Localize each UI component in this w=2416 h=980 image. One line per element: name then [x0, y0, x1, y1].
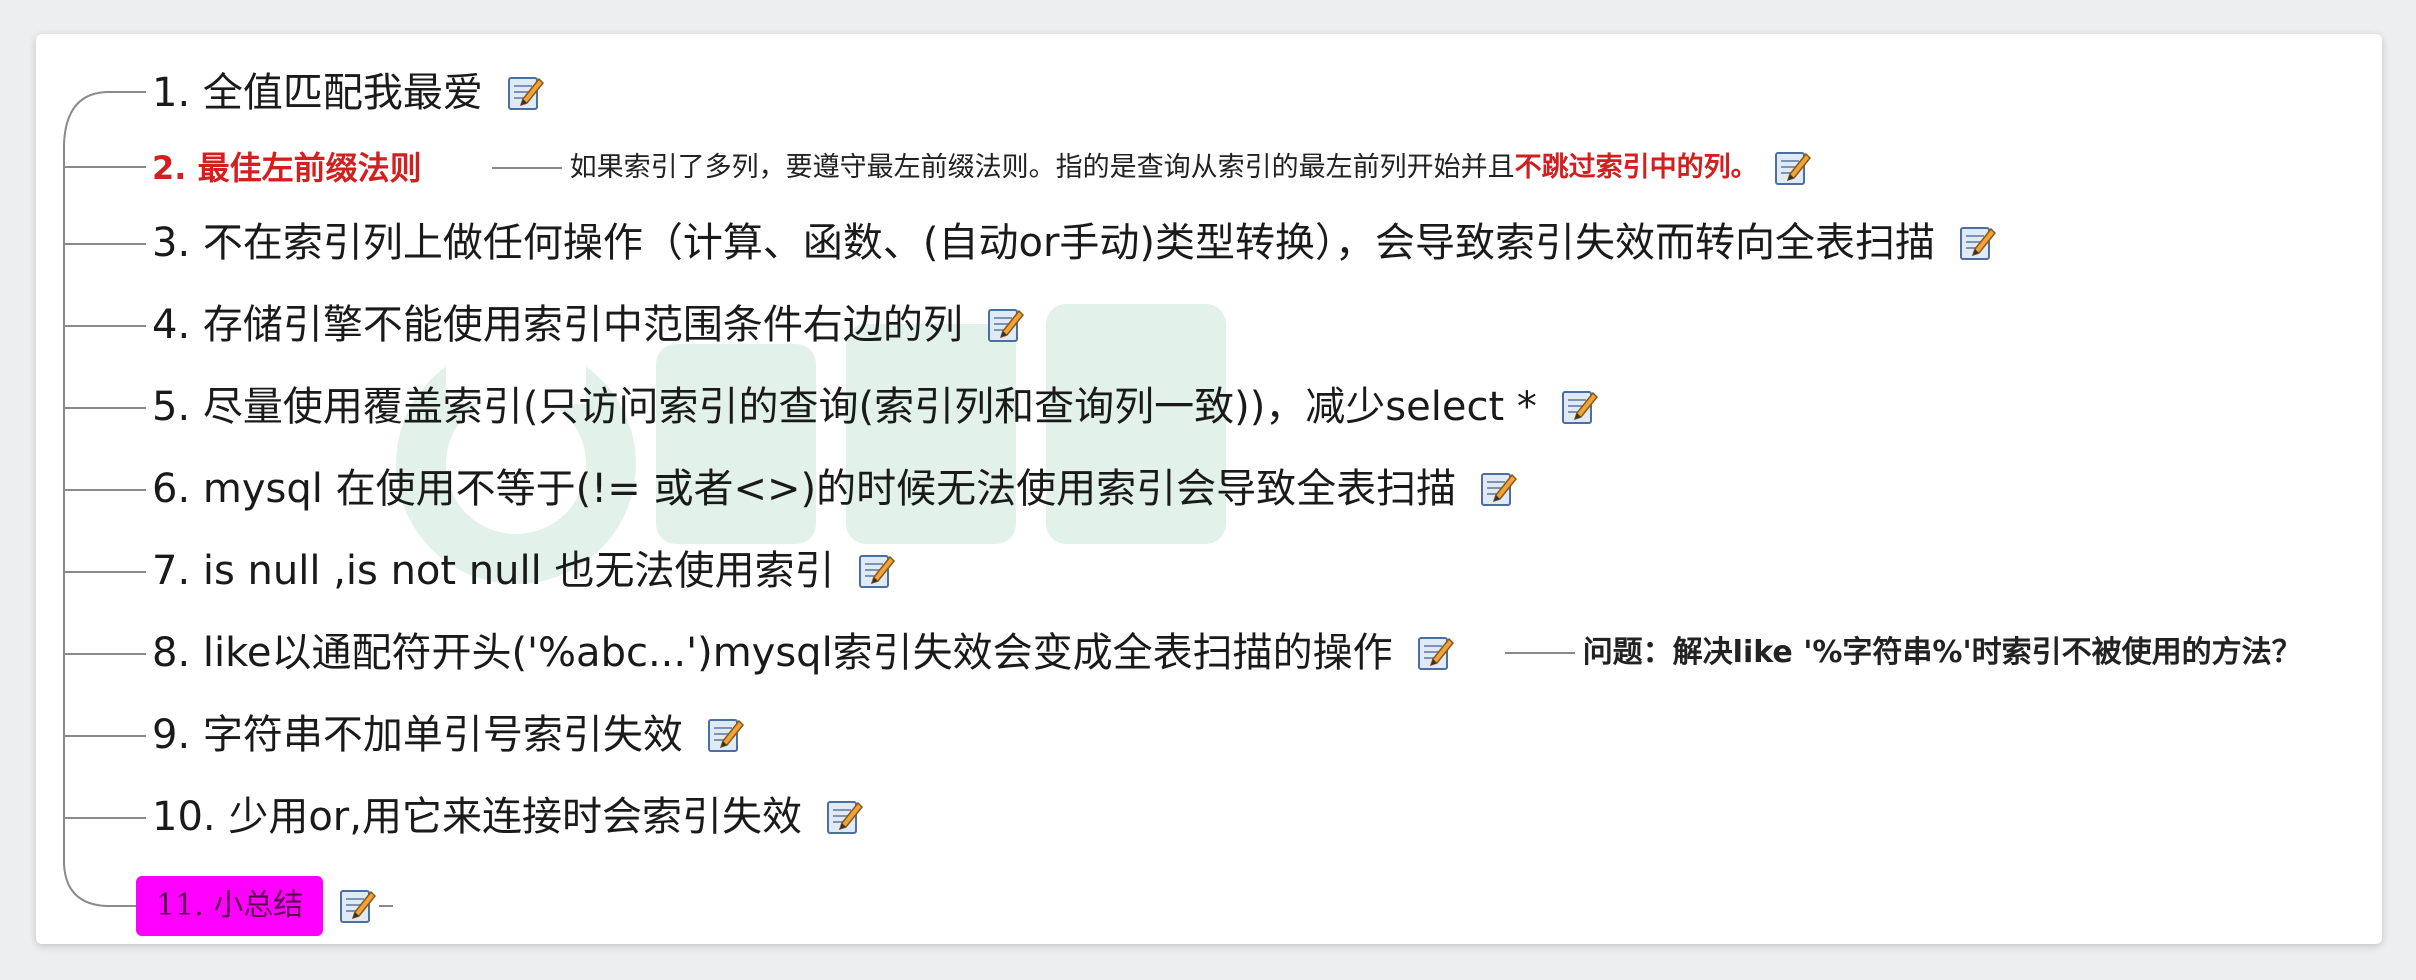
node-8-note: 问题：解决like '%字符串%'时索引不被使用的方法？: [1582, 635, 2302, 670]
edit-note-icon[interactable]: [856, 551, 896, 591]
node-10-label: 10. 少用or,用它来连接时会索引失效: [152, 794, 802, 840]
edit-note-icon[interactable]: [1415, 633, 1455, 673]
node-11-label: 11. 小总结: [136, 876, 324, 936]
node-4-label: 4. 存储引擎不能使用索引中范围条件右边的列: [152, 302, 963, 348]
node-2-note-highlight: 不跳过索引中的列。: [1514, 152, 1758, 183]
node-1[interactable]: 1. 全值匹配我最爱: [152, 68, 545, 118]
edit-note-icon[interactable]: [985, 305, 1025, 345]
edit-note-icon[interactable]: [1478, 469, 1518, 509]
edit-note-icon[interactable]: [337, 886, 377, 926]
node-6[interactable]: 6. mysql 在使用不等于(!= 或者<>)的时候无法使用索引会导致全表扫描: [152, 464, 1518, 514]
edit-note-icon[interactable]: [1559, 387, 1599, 427]
edit-note-icon[interactable]: [1772, 148, 1812, 188]
node-4[interactable]: 4. 存储引擎不能使用索引中范围条件右边的列: [152, 300, 1025, 350]
node-2[interactable]: 2. 最佳左前缀法则 如果索引了多列，要遵守最左前缀法则。指的是查询从索引的最左…: [152, 146, 1812, 190]
edit-note-icon[interactable]: [1957, 223, 1997, 263]
mindmap-canvas: 1. 全值匹配我最爱 2. 最佳左前缀法则 如果索引了多列，要遵守最左前缀法则。…: [36, 34, 2382, 944]
edit-note-icon[interactable]: [824, 797, 864, 837]
node-3-label: 3. 不在索引列上做任何操作（计算、函数、(自动or手动)类型转换），会导致索引…: [152, 220, 1936, 266]
node-9-label: 9. 字符串不加单引号索引失效: [152, 712, 683, 758]
node-5[interactable]: 5. 尽量使用覆盖索引(只访问索引的查询(索引列和查询列一致))，减少selec…: [152, 382, 1599, 432]
node-2-label: 2. 最佳左前缀法则: [152, 149, 422, 187]
node-7-label: 7. is null ,is not null 也无法使用索引: [152, 548, 835, 594]
node-9[interactable]: 9. 字符串不加单引号索引失效: [152, 710, 745, 760]
note-connector: [1504, 652, 1575, 654]
tree-connector-lines: [63, 91, 146, 907]
node-1-label: 1. 全值匹配我最爱: [152, 70, 483, 116]
node-10[interactable]: 10. 少用or,用它来连接时会索引失效: [152, 792, 864, 842]
node-11[interactable]: 11. 小总结: [136, 876, 394, 936]
node-6-label: 6. mysql 在使用不等于(!= 或者<>)的时候无法使用索引会导致全表扫描: [152, 466, 1457, 512]
note-connector: [379, 905, 394, 907]
edit-note-icon[interactable]: [705, 715, 745, 755]
node-7[interactable]: 7. is null ,is not null 也无法使用索引: [152, 546, 896, 596]
node-8[interactable]: 8. like以通配符开头('%abc...')mysql索引失效会变成全表扫描…: [152, 628, 2302, 678]
note-connector: [491, 167, 562, 169]
node-2-note: 如果索引了多列，要遵守最左前缀法则。指的是查询从索引的最左前列开始并且: [569, 152, 1515, 183]
node-8-label: 8. like以通配符开头('%abc...')mysql索引失效会变成全表扫描…: [152, 630, 1393, 676]
node-3[interactable]: 3. 不在索引列上做任何操作（计算、函数、(自动or手动)类型转换），会导致索引…: [152, 218, 1997, 268]
node-5-label: 5. 尽量使用覆盖索引(只访问索引的查询(索引列和查询列一致))，减少selec…: [152, 384, 1537, 430]
edit-note-icon[interactable]: [505, 73, 545, 113]
